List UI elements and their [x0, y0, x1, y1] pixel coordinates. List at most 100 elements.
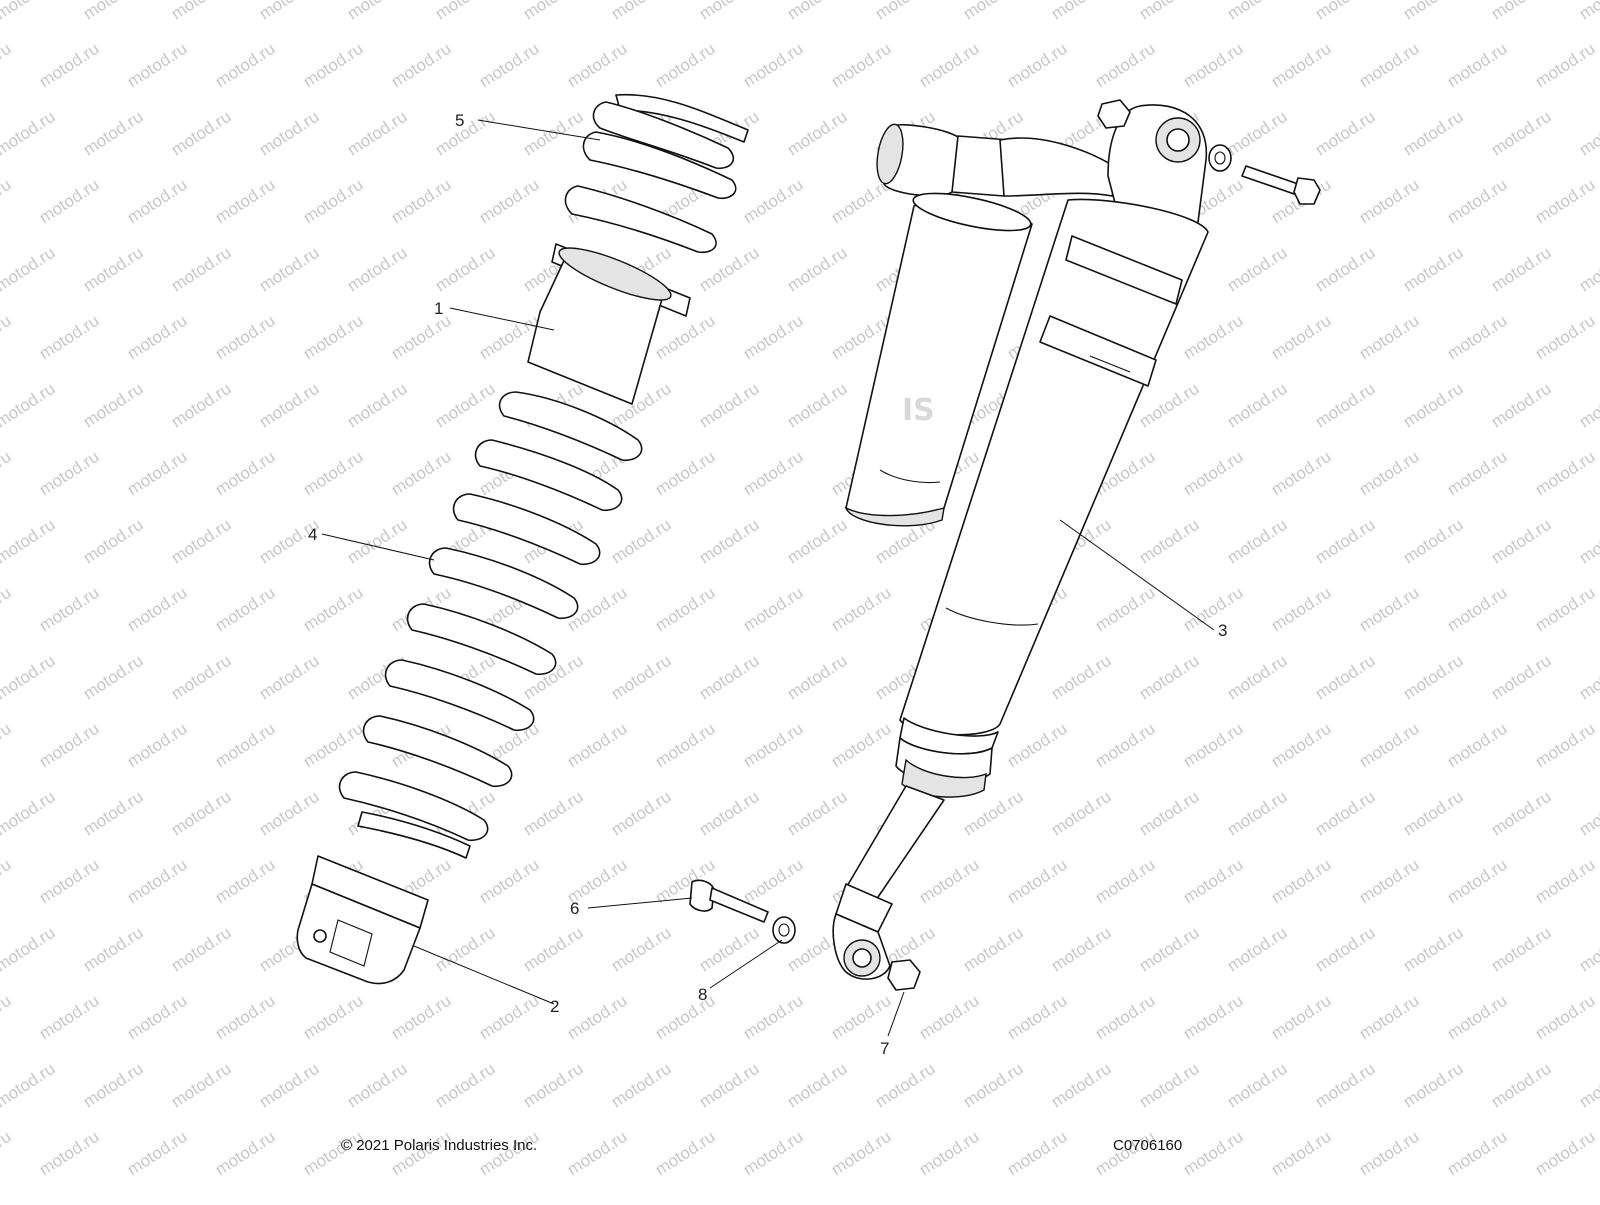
watermark-text: motod.ru [960, 923, 1027, 975]
watermark-text: motod.ru [828, 1127, 895, 1179]
watermark-text: motod.ru [1136, 923, 1203, 975]
watermark-text: motod.ru [608, 0, 675, 23]
watermark-text: motod.ru [1400, 1195, 1467, 1200]
watermark-text: motod.ru [80, 1059, 147, 1111]
watermark-text: motod.ru [1224, 651, 1291, 703]
watermark-text: motod.ru [1400, 107, 1467, 159]
watermark-text: motod.ru [212, 991, 279, 1043]
callout-8: 8 [698, 985, 707, 1004]
watermark-text: motod.ru [168, 1195, 235, 1200]
watermark-text: motod.ru [740, 719, 807, 771]
watermark-text: motod.ru [1532, 991, 1599, 1043]
watermark-text: motod.ru [784, 0, 851, 23]
watermark-text: motod.ru [696, 379, 763, 431]
watermark-text: motod.ru [608, 787, 675, 839]
watermark-text: motod.ru [1444, 311, 1511, 363]
watermark-text: motod.ru [1048, 1195, 1115, 1200]
watermark-text: motod.ru [388, 447, 455, 499]
watermark-text: motod.ru [1488, 515, 1555, 567]
watermark-text: motod.ru [608, 515, 675, 567]
watermark-text: motod.ru [520, 1059, 587, 1111]
watermark-text: motod.ru [1180, 1127, 1247, 1179]
watermark-text: motod.ru [80, 787, 147, 839]
watermark-text: motod.ru [564, 719, 631, 771]
watermark-text: motod.ru [784, 379, 851, 431]
watermark-text: motod.ru [1356, 39, 1423, 91]
callout-3: 3 [1218, 621, 1227, 640]
watermark-text: motod.ru [564, 991, 631, 1043]
watermark-text: motod.ru [784, 243, 851, 295]
watermark-text: motod.ru [608, 923, 675, 975]
watermark-text: motod.ru [1444, 855, 1511, 907]
callout-1: 1 [434, 299, 443, 318]
watermark-text: motod.ru [256, 651, 323, 703]
watermark-text: motod.ru [1356, 311, 1423, 363]
watermark-text: motod.ru [1532, 311, 1599, 363]
watermark-text: motod.ru [1488, 107, 1555, 159]
watermark-text: motod.ru [300, 39, 367, 91]
watermark-text: motod.ru [1576, 651, 1600, 703]
watermark-text: motod.ru [80, 107, 147, 159]
watermark-text: motod.ru [1092, 719, 1159, 771]
watermark-text: motod.ru [564, 39, 631, 91]
watermark-text: motod.ru [1092, 39, 1159, 91]
watermark-text: motod.ru [212, 447, 279, 499]
watermark-text: motod.ru [1488, 787, 1555, 839]
watermark-text: motod.ru [520, 107, 587, 159]
watermark-text: motod.ru [212, 855, 279, 907]
watermark-text: motod.ru [1136, 515, 1203, 567]
watermark-text: motod.ru [652, 39, 719, 91]
watermark-text: motod.ru [432, 1059, 499, 1111]
main-spring [338, 391, 643, 859]
watermark-text: motod.ru [1356, 719, 1423, 771]
watermark-text: motod.ru [36, 1127, 103, 1179]
watermark-text: motod.ru [784, 1059, 851, 1111]
watermark-text: motod.ru [1576, 1195, 1600, 1200]
watermark-text: motod.ru [784, 1195, 851, 1200]
watermark-text: motod.ru [1576, 923, 1600, 975]
watermark-text: motod.ru [740, 175, 807, 227]
watermark-text: motod.ru [1356, 1127, 1423, 1179]
watermark-text: motod.ru [652, 447, 719, 499]
watermark-text: motod.ru [608, 1195, 675, 1200]
watermark-text: motod.ru [0, 787, 58, 839]
watermark-text: motod.ru [1488, 0, 1555, 23]
watermark-text: motod.ru [168, 1059, 235, 1111]
watermark-text: motod.ru [432, 1195, 499, 1200]
watermark-text: motod.ru [1224, 1059, 1291, 1111]
watermark-text: motod.ru [36, 447, 103, 499]
watermark-text: motod.ru [652, 583, 719, 635]
watermark-text: motod.ru [168, 787, 235, 839]
watermark-text: motod.ru [168, 515, 235, 567]
watermark-text: motod.ru [256, 1195, 323, 1200]
watermark-text: motod.ru [784, 107, 851, 159]
watermark-text: motod.ru [0, 0, 58, 23]
watermark-text: motod.ru [80, 0, 147, 23]
drawing-number: C0706160 [1113, 1137, 1183, 1154]
watermark-text: motod.ru [1312, 243, 1379, 295]
watermark-text: motod.ru [520, 787, 587, 839]
watermark-text: motod.ru [432, 0, 499, 23]
watermark-text: motod.ru [1048, 787, 1115, 839]
watermark-text: motod.ru [256, 0, 323, 23]
watermark-text: motod.ru [1444, 39, 1511, 91]
watermark-text: motod.ru [1400, 243, 1467, 295]
watermark-text: motod.ru [168, 107, 235, 159]
watermark-text: motod.ru [1312, 379, 1379, 431]
watermark-text: motod.ru [344, 379, 411, 431]
watermark-text: motod.ru [1444, 991, 1511, 1043]
watermark-text: motod.ru [520, 923, 587, 975]
watermark-text: motod.ru [80, 515, 147, 567]
watermark-text: motod.ru [1576, 243, 1600, 295]
watermark-text: motod.ru [168, 651, 235, 703]
watermark-text: motod.ru [168, 923, 235, 975]
watermark-text: motod.ru [1400, 0, 1467, 23]
watermark-text: motod.ru [0, 651, 58, 703]
watermark-text: motod.ru [1092, 583, 1159, 635]
watermark-text: motod.ru [1576, 107, 1600, 159]
watermark-text: motod.ru [256, 1059, 323, 1111]
watermark-text: motod.ru [124, 175, 191, 227]
watermark-text: motod.ru [1048, 0, 1115, 23]
watermark-text: motod.ru [1180, 447, 1247, 499]
